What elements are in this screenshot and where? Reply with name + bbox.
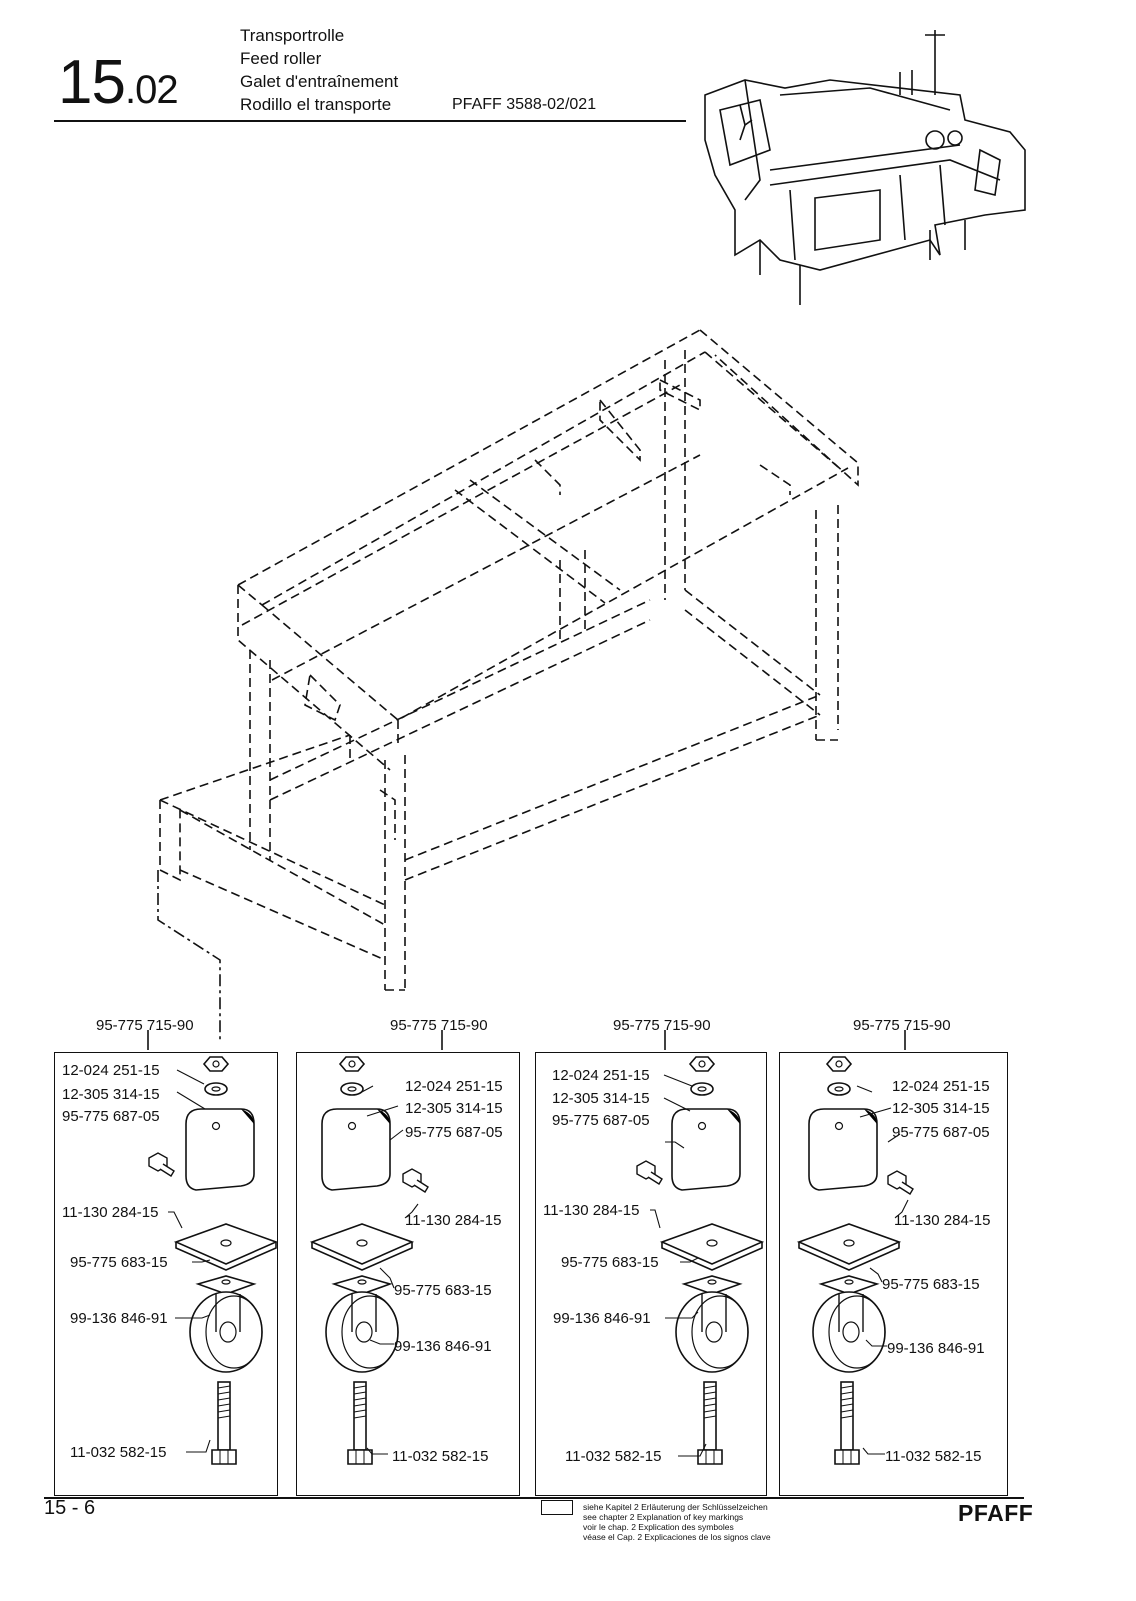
a4-washer-label: 12-305 314-15: [892, 1100, 990, 1117]
a1-screw-label: 11-130 284-15: [62, 1204, 159, 1221]
a4-nut-label: 12-024 251-15: [892, 1078, 990, 1095]
a4-screw-label: 11-130 284-15: [894, 1212, 991, 1229]
a1-block-label: 95-775 687-05: [62, 1108, 160, 1125]
a2-block-label: 95-775 687-05: [405, 1124, 503, 1141]
legend-line-es: véase el Cap. 2 Explicaciones de los sig…: [583, 1532, 771, 1542]
a3-plate-label: 95-775 683-15: [561, 1254, 659, 1271]
legend-line-de: siehe Kapitel 2 Erläuterung der Schlüsse…: [583, 1502, 768, 1512]
guide-line: [157, 870, 221, 1040]
a2-washer-label: 12-305 314-15: [405, 1100, 503, 1117]
legend-line-fr: voir le chap. 2 Explication des symboles: [583, 1522, 734, 1532]
a1-bolt-label: 11-032 582-15: [70, 1444, 167, 1461]
a3-bolt-label: 11-032 582-15: [565, 1448, 662, 1465]
brand-logo: PFAFF: [958, 1500, 1034, 1526]
title-es: Rodillo el transporte: [240, 95, 392, 114]
a3-nut-label: 12-024 251-15: [552, 1067, 650, 1084]
a4-bolt-label: 11-032 582-15: [885, 1448, 982, 1465]
assembly-3-part-number: 95-775 715-90: [613, 1017, 711, 1034]
a2-screw-label: 11-130 284-15: [405, 1212, 502, 1229]
a4-plate-label: 95-775 683-15: [882, 1276, 980, 1293]
title-de: Transportrolle: [240, 26, 345, 45]
a1-washer-label: 12-305 314-15: [62, 1086, 160, 1103]
a1-nut-label: 12-024 251-15: [62, 1062, 160, 1079]
a3-caster-label: 99-136 846-91: [553, 1310, 651, 1327]
assembly-1-part-number: 95-775 715-90: [96, 1017, 194, 1034]
machine-model: PFAFF 3588-02/021: [452, 96, 597, 113]
page-number: 15 - 6: [44, 1497, 96, 1519]
footer-rule: [44, 1497, 1024, 1499]
a3-washer-label: 12-305 314-15: [552, 1090, 650, 1107]
frame-dashed: [159, 329, 859, 991]
a3-block-label: 95-775 687-05: [552, 1112, 650, 1129]
assembly-box-1: [54, 1052, 278, 1496]
legend-line-en: see chapter 2 Explanation of key marking…: [583, 1512, 744, 1522]
a3-screw-label: 11-130 284-15: [543, 1202, 640, 1219]
section-number: 15.02: [58, 52, 179, 121]
a4-block-label: 95-775 687-05: [892, 1124, 990, 1141]
a2-nut-label: 12-024 251-15: [405, 1078, 503, 1095]
assembly-2-part-number: 95-775 715-90: [390, 1017, 488, 1034]
a2-caster-label: 99-136 846-91: [394, 1338, 492, 1355]
assembly-box-4: [779, 1052, 1008, 1496]
title-fr: Galet d'entraînement: [240, 72, 399, 91]
assembly-box-2: [296, 1052, 520, 1496]
a1-plate-label: 95-775 683-15: [70, 1254, 168, 1271]
key-marking-symbol: [541, 1500, 573, 1515]
machine-overview-image: [704, 30, 1026, 305]
title-en: Feed roller: [240, 49, 322, 68]
a2-plate-label: 95-775 683-15: [394, 1282, 492, 1299]
section-main: 15: [58, 48, 126, 117]
section-sub: .02: [124, 68, 179, 112]
a1-caster-label: 99-136 846-91: [70, 1310, 168, 1327]
header-rule: [54, 120, 686, 122]
a2-bolt-label: 11-032 582-15: [392, 1448, 489, 1465]
assembly-box-3: [535, 1052, 767, 1496]
part-leaders: [168, 1069, 909, 1457]
assembly-4-part-number: 95-775 715-90: [853, 1017, 951, 1034]
a4-caster-label: 99-136 846-91: [887, 1340, 985, 1357]
